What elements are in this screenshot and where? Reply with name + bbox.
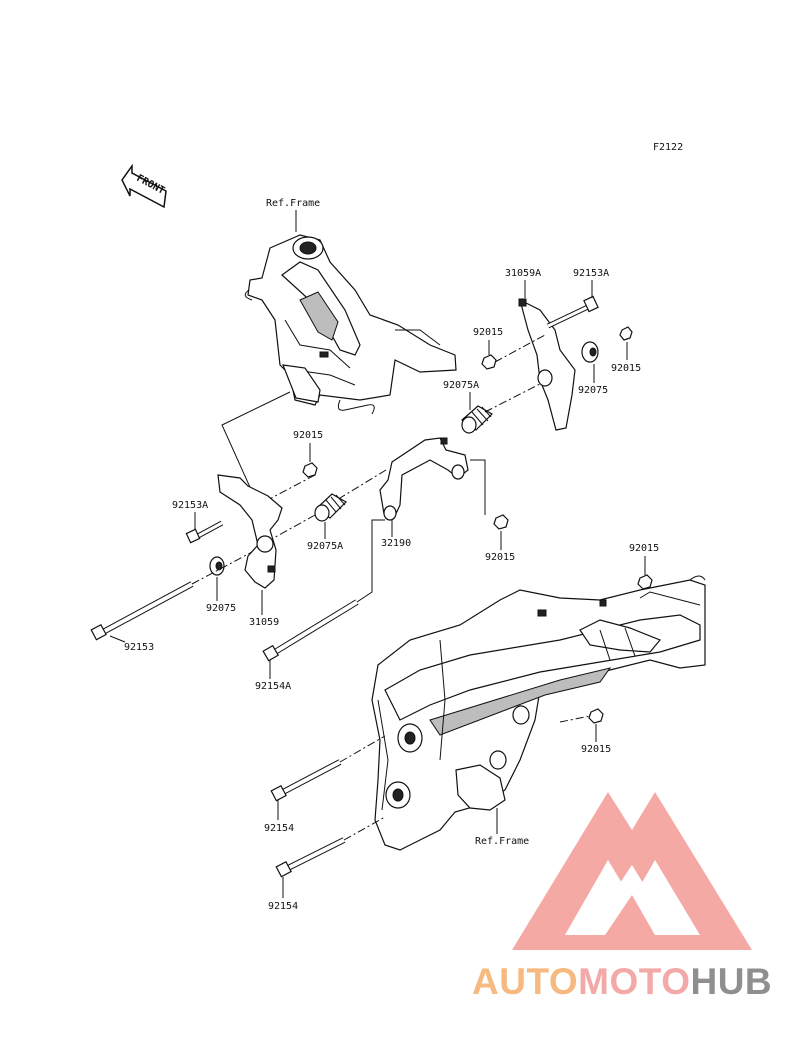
- label-92153: 92153: [124, 642, 154, 653]
- watermark-brand-part1: AUTO: [472, 961, 579, 1002]
- label-92154-lower: 92154: [268, 901, 298, 912]
- bolt-92153: [90, 581, 194, 641]
- watermark-logo-icon: [512, 792, 752, 950]
- main-frame: [371, 575, 706, 851]
- label-92015-mid: 92015: [293, 430, 323, 441]
- label-ref-frame-top: Ref.Frame: [266, 198, 320, 209]
- nut-92015-frame-top: [637, 574, 653, 590]
- nut-92015-frame-right: [588, 708, 604, 724]
- label-ref-frame-bottom: Ref.Frame: [475, 836, 529, 847]
- collar-92075A-left: [314, 493, 347, 522]
- label-92075A-right: 92075A: [443, 380, 479, 391]
- nut-92015-right-small: [619, 326, 633, 341]
- collar-92075A-right: [461, 405, 493, 434]
- bracket-31059A: [518, 298, 576, 431]
- label-92015-frame-right: 92015: [581, 744, 611, 755]
- nut-92015-center: [493, 514, 509, 530]
- label-92015-frame-top: 92015: [629, 543, 659, 554]
- label-92015-right-small: 92015: [611, 363, 641, 374]
- watermark-brand-part2: MOTO: [578, 961, 691, 1002]
- mount-32190: [379, 437, 469, 521]
- label-92154A: 92154A: [255, 681, 291, 692]
- label-92015-center: 92015: [485, 552, 515, 563]
- label-92075-right: 92075: [578, 385, 608, 396]
- bracket-31059: [217, 474, 283, 589]
- washer-92075-left: [209, 556, 225, 576]
- upper-frame: [244, 234, 457, 415]
- label-92153A-left: 92153A: [172, 500, 208, 511]
- bolt-92154A: [262, 599, 359, 662]
- washer-92075-right: [581, 341, 599, 363]
- bolt-92154-lower: [275, 837, 346, 878]
- watermark-brand-part3: HUB: [690, 961, 773, 1002]
- label-92075-left: 92075: [206, 603, 236, 614]
- nut-92015-right-top: [481, 354, 497, 370]
- bolt-92153A-left: [185, 520, 224, 544]
- front-arrow-icon: FRONT: [121, 163, 167, 209]
- bolt-92153A-right: [546, 295, 599, 329]
- label-92154-upper: 92154: [264, 823, 294, 834]
- label-31059A: 31059A: [505, 268, 541, 279]
- label-92015-right-top: 92015: [473, 327, 503, 338]
- bolt-92154-upper: [270, 759, 342, 802]
- figure-code: F2122: [653, 142, 683, 153]
- label-31059: 31059: [249, 617, 279, 628]
- watermark-brand-text: AUTOMOTOHUB: [472, 962, 772, 1002]
- label-92075A-left: 92075A: [307, 541, 343, 552]
- label-32190: 32190: [381, 538, 411, 549]
- label-92153A-right: 92153A: [573, 268, 609, 279]
